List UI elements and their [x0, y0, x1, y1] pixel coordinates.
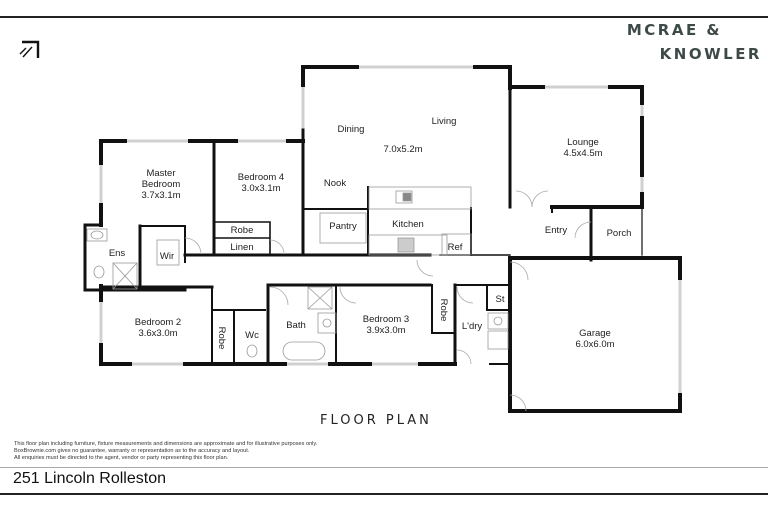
- disclaimer: This floor plan including furniture, fix…: [14, 441, 317, 462]
- top-divider: [0, 16, 768, 18]
- label-bedroom3-size: 3.9x3.0m: [366, 325, 405, 336]
- walls: [83, 65, 682, 413]
- label-bedroom2: Bedroom 2: [135, 317, 181, 328]
- brand-line-1: MCRAE &: [626, 21, 722, 39]
- label-robe-b2: Robe: [216, 327, 227, 350]
- label-entry: Entry: [545, 225, 567, 236]
- label-living: Living: [432, 116, 457, 127]
- north-arrow-icon: [19, 40, 40, 58]
- label-bedroom2-size: 3.6x3.0m: [138, 328, 177, 339]
- label-dining: Dining: [338, 124, 365, 135]
- label-nook: Nook: [324, 178, 346, 189]
- label-master-line2: Bedroom: [142, 179, 181, 190]
- fixtures: [86, 186, 509, 361]
- label-linen: Linen: [230, 242, 253, 253]
- label-lounge: Lounge: [567, 137, 599, 148]
- label-garage: Garage: [579, 328, 611, 339]
- label-ens: Ens: [109, 248, 126, 259]
- disclaimer-line: This floor plan including furniture, fix…: [14, 441, 318, 447]
- brand-logo: MCRAE & KNOWLER: [627, 18, 762, 66]
- disclaimer-line: BoxBrownie.com gives no guarantee, warra…: [14, 448, 250, 454]
- label-porch: Porch: [607, 228, 632, 239]
- plan-title: FLOOR PLAN: [320, 413, 432, 428]
- label-wir: Wir: [160, 251, 174, 262]
- label-bedroom4: Bedroom 4: [238, 172, 284, 183]
- property-address: 251 Lincoln Rolleston: [13, 470, 166, 487]
- label-store: St: [496, 294, 505, 305]
- label-wc: Wc: [245, 330, 259, 341]
- label-garage-size: 6.0x6.0m: [575, 339, 614, 350]
- address-divider-bottom: [0, 493, 768, 495]
- disclaimer-line: All enquiries must be directed to the ag…: [14, 455, 229, 461]
- label-living-size: 7.0x5.2m: [383, 144, 422, 155]
- label-bedroom3: Bedroom 3: [363, 314, 409, 325]
- label-pantry: Pantry: [329, 221, 357, 232]
- windows: [99, 65, 682, 395]
- label-master-size: 3.7x3.1m: [141, 190, 180, 201]
- label-master-line1: Master: [146, 168, 175, 179]
- label-lounge-size: 4.5x4.5m: [563, 148, 602, 159]
- label-bath: Bath: [286, 320, 306, 331]
- doors: [184, 190, 592, 412]
- address-divider-top: [0, 467, 768, 468]
- label-laundry: L'dry: [462, 321, 483, 332]
- room-labels: Master Bedroom 3.7x3.1m Bedroom 4 3.0x3.…: [109, 116, 632, 350]
- label-robe-b4: Robe: [231, 225, 254, 236]
- brand-line-2: KNOWLER: [659, 45, 762, 63]
- label-ref: Ref: [448, 242, 463, 253]
- label-bedroom4-size: 3.0x3.1m: [241, 183, 280, 194]
- label-kitchen: Kitchen: [392, 219, 424, 230]
- label-robe-b3: Robe: [438, 299, 449, 322]
